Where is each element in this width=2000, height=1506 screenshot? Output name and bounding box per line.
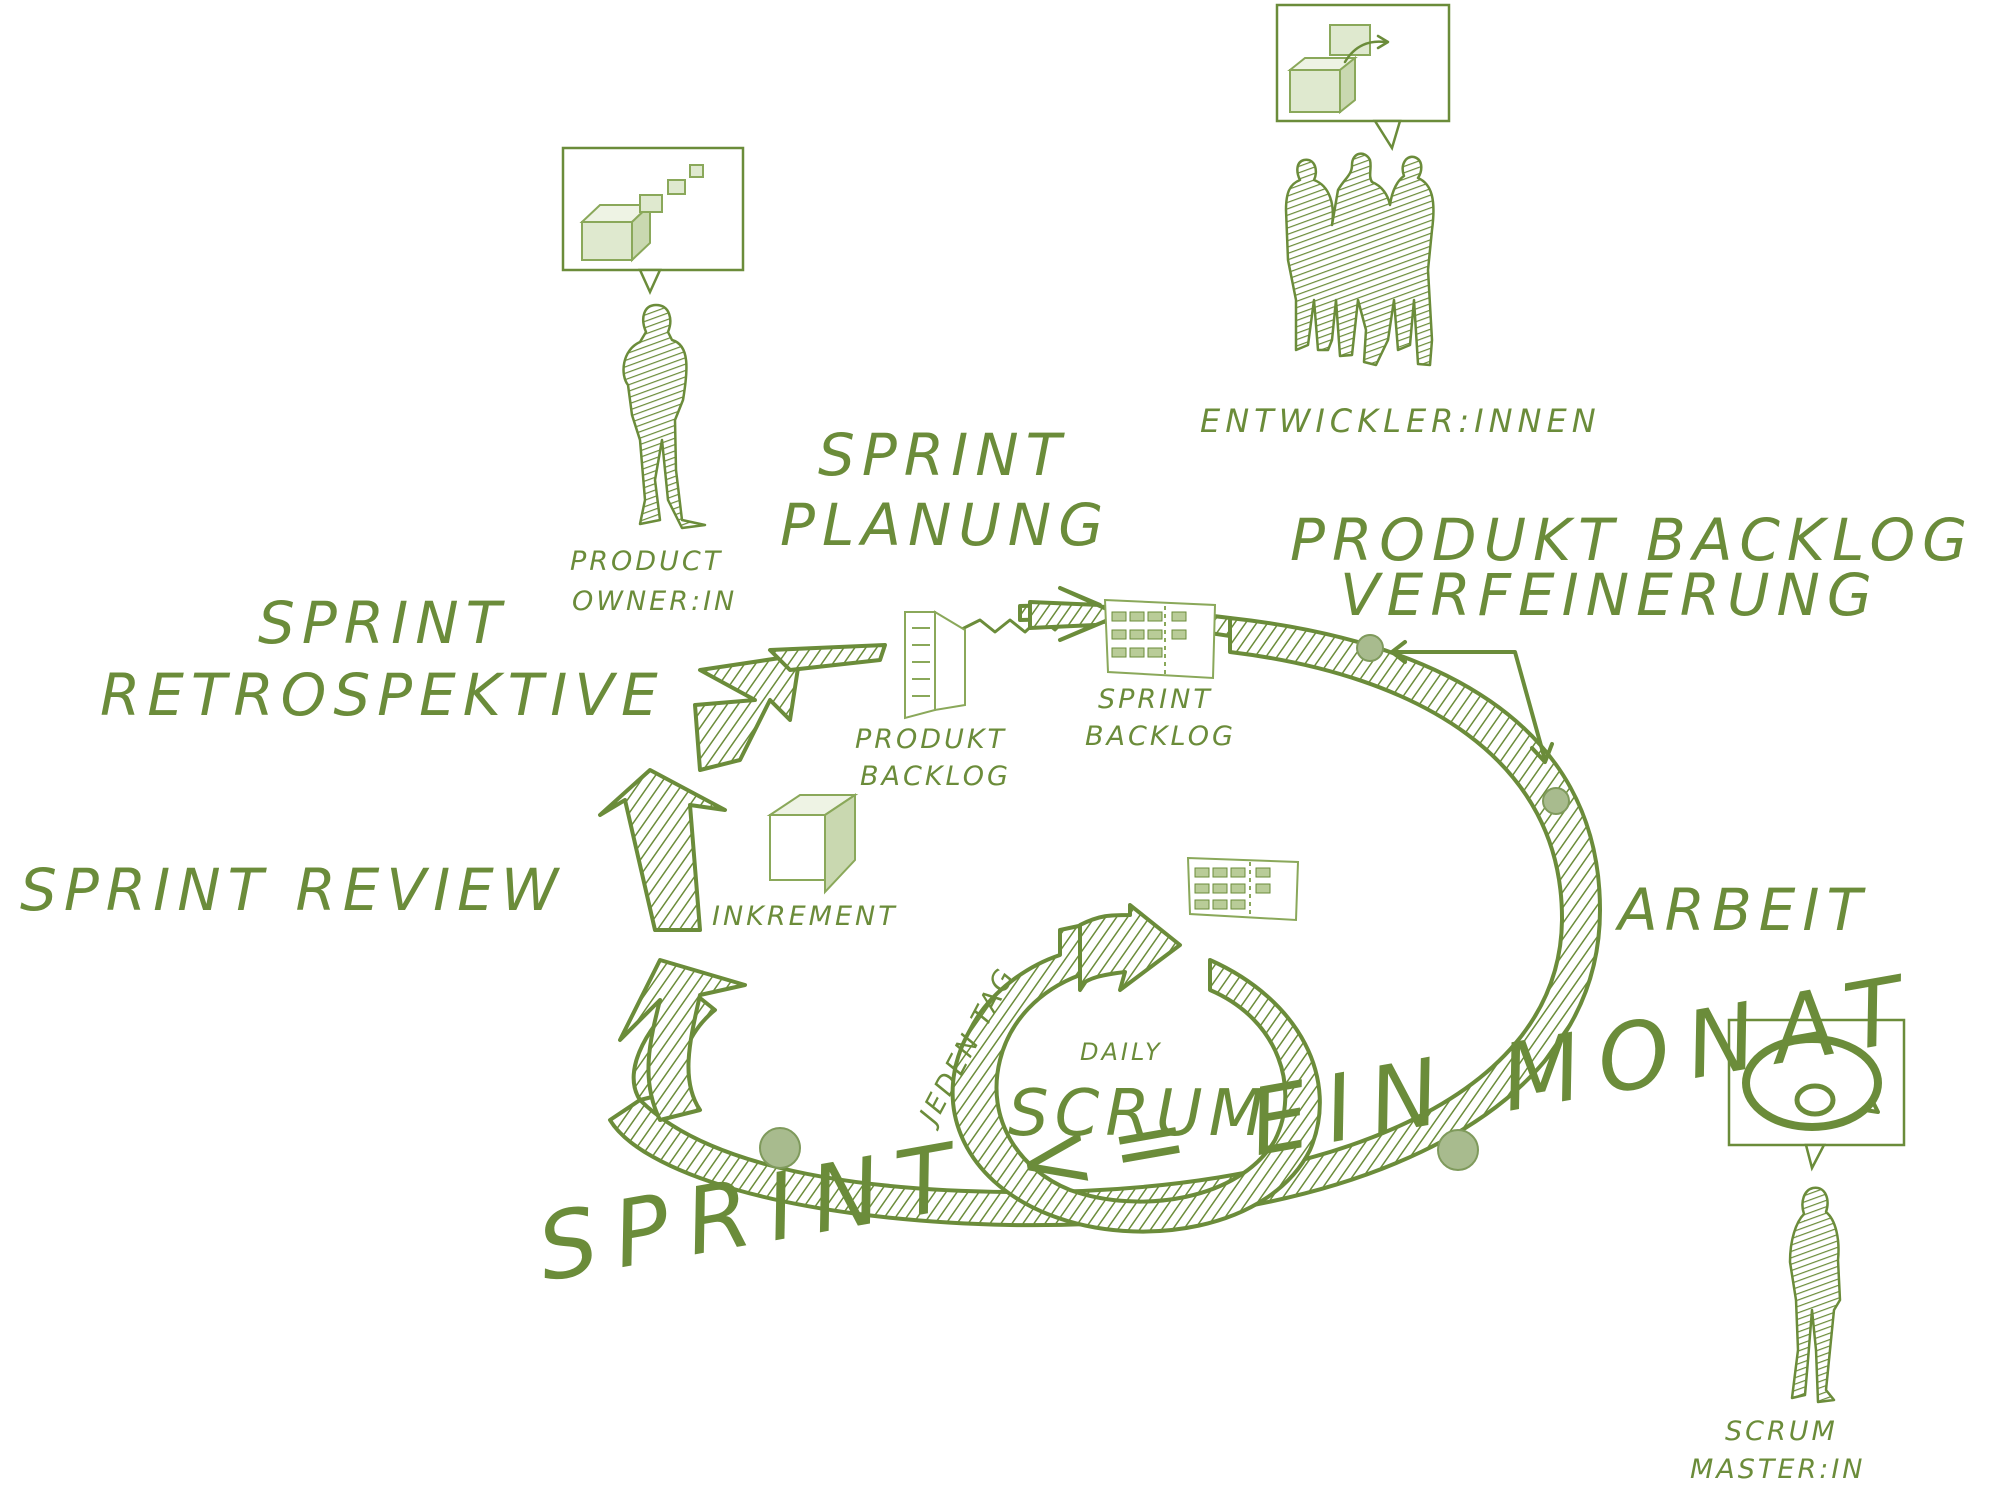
daily-scrum-cycle [950,903,1322,1234]
sprint-cycle [598,586,1602,1228]
team-of-three-icon [1284,152,1435,367]
cube-icon [579,164,704,263]
scrum-master-label-2: MASTER:IN [1690,1454,1865,1485]
increment-label: INKREMENT [712,901,898,932]
sprint-backlog-label-2: BACKLOG [1085,721,1236,752]
product-owner-figure [561,146,745,530]
product-owner-label-2: OWNER:IN [572,586,737,617]
refinement-label-1: PRODUKT BACKLOG [1290,506,1974,574]
developers-label: ENTWICKLER:INNEN [1200,402,1601,440]
sprint-backlog-document [1103,598,1217,680]
cube-icon [1287,24,1390,115]
sprint-review-label: SPRINT REVIEW [20,856,565,924]
increment-cube-icon [766,793,859,895]
sprint-planung-label-1: SPRINT [818,421,1068,489]
scrum-master-figure [1727,1018,1906,1404]
produkt-backlog-label-2: BACKLOG [860,761,1011,792]
scrum-master-label-1: SCRUM [1725,1416,1838,1447]
cycle-node-bottom-left [759,1127,801,1169]
cycle-node-bottom-right [1437,1129,1479,1171]
sprint-duration-label: SPRINT <= EIN MONAT [530,954,1928,1303]
daily-label: DAILY [1080,1038,1163,1066]
cycle-icon [1742,1035,1882,1131]
arbeit-label: ARBEIT [1614,876,1869,944]
refinement-label-2: VERFEINERUNG [1340,561,1879,629]
developers-figure [1275,3,1451,367]
retro-label-1: SPRINT [258,589,508,657]
retro-label-2: RETROSPEKTIVE [100,661,665,729]
product-backlog-document [904,610,966,720]
product-owner-label-1: PRODUCT [570,546,723,577]
woman-standing-icon [1788,1186,1842,1404]
man-standing-icon [622,303,707,530]
sprint-planung-label-2: PLANUNG [780,491,1110,559]
produkt-backlog-label-1: PRODUKT [855,724,1007,755]
cycle-node-refinement-start [1356,634,1384,662]
scrum-label: SCRUM [1008,1077,1270,1151]
sprint-backlog-label-1: SPRINT [1098,684,1213,715]
daily-backlog-document [1186,856,1300,922]
cycle-node-refinement-end [1542,787,1570,815]
